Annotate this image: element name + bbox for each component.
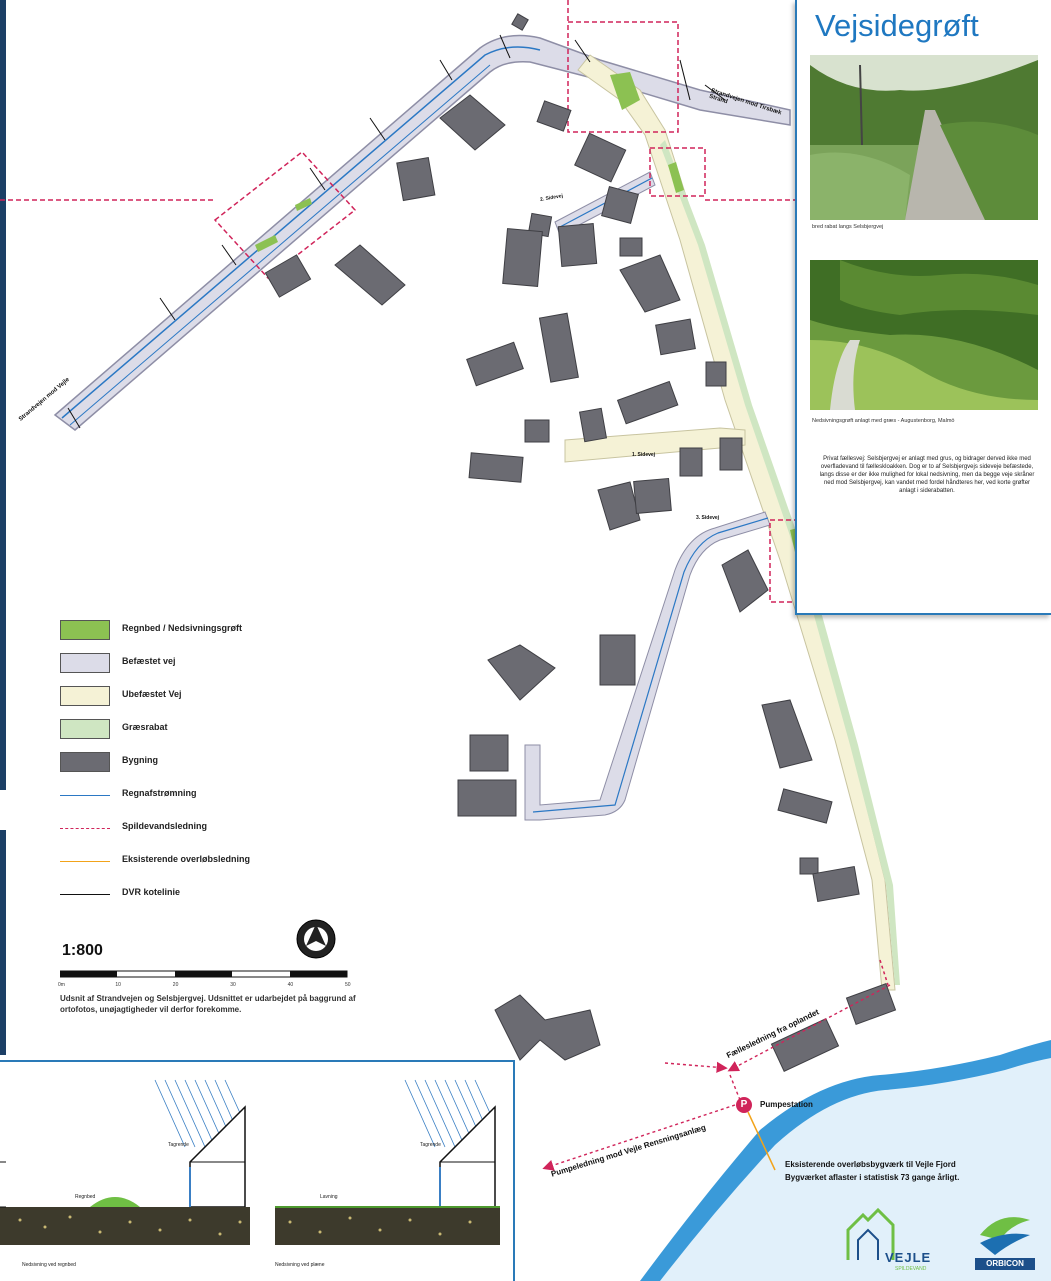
legend-item: DVR kotelinie: [60, 884, 360, 906]
rain-garden: [255, 235, 278, 252]
photo1-caption: bred rabat langs Selsbjergvej: [812, 224, 884, 230]
legend-label: Spildevandsledning: [122, 821, 208, 831]
vejle-logo-subtext: SPILDEVAND: [895, 1266, 927, 1272]
left-ground-label: Regnbed: [75, 1194, 96, 1200]
label-pumpestation: Pumpestation: [760, 1100, 813, 1109]
sewer-lines: [879, 959, 889, 986]
scale-tick-label: 0m: [58, 982, 65, 988]
legend-item: Spildevandsledning: [60, 818, 360, 840]
photo-grass-ditch: [810, 260, 1038, 410]
section-rain-garden: [0, 1079, 250, 1245]
fjord-water-shading: [660, 1058, 1051, 1281]
legend-item: Bygning: [60, 752, 360, 774]
rain-garden: [610, 72, 640, 110]
photo-gravel-road: [810, 55, 1038, 220]
orbicon-logo: [980, 1217, 1030, 1255]
legend-label: Regnafstrømning: [122, 788, 197, 798]
runoff-line: [532, 517, 769, 813]
legend-item: Regnafstrømning: [60, 785, 360, 807]
right-roof-label: Tagrende: [420, 1142, 441, 1148]
label-overlob-line1: Eksisterende overløbsbygværk til Vejle F…: [785, 1160, 956, 1169]
legend-swatch: [60, 719, 110, 739]
scale-ratio: 1:800: [62, 942, 103, 959]
legend-label: DVR kotelinie: [122, 887, 181, 897]
legend-swatch: [60, 686, 110, 706]
overflow-line: [747, 1111, 776, 1171]
section-lawn: [275, 1079, 500, 1245]
legend-line: [60, 894, 110, 895]
orbicon-logo-text: ORBICON: [975, 1258, 1035, 1270]
legend-label: Regnbed / Nedsivningsgrøft: [122, 623, 243, 633]
vejle-spildevand-logo: [846, 1207, 895, 1260]
right-ground-label: Lavning: [320, 1194, 338, 1200]
rain-garden: [668, 162, 684, 193]
section-diagrams: Tagrende Tagrende Regnbed Lavning Nedsiv…: [0, 1060, 515, 1281]
legend-item: Græsrabat: [60, 719, 360, 741]
legend-arrow-icon: [60, 861, 110, 862]
scale-tick-label: 40: [287, 982, 294, 988]
label-overlob-line2: Bygværket aflaster i statistisk 73 gange…: [785, 1173, 960, 1182]
legend-arrow-icon: [60, 795, 110, 796]
legend-label: Befæstet vej: [122, 656, 176, 666]
buildings: [264, 13, 897, 1072]
edge-strip: [0, 830, 6, 1055]
side-road-gravel: [564, 427, 746, 463]
legend-item: Ubefæstet Vej: [60, 686, 360, 708]
legend-swatch: [60, 620, 110, 640]
legend-item: Befæstet vej: [60, 653, 360, 675]
scale-tick-label: 10: [115, 982, 121, 988]
section-illustrations: [0, 1079, 500, 1245]
panel-title: Vejsidegrøft: [815, 8, 979, 43]
edge-strip: [0, 0, 6, 790]
scale-tick-label: 20: [172, 982, 179, 988]
pumpestation-marker: P: [736, 1097, 752, 1113]
extract-note: Udsnit af Strandvejen og Selsbjergvej. U…: [60, 994, 356, 1014]
rain-garden: [295, 198, 312, 211]
left-roof-label: Tagrende: [168, 1142, 189, 1148]
panel-description: Privat fællesvej: Selsbjergvej er anlagt…: [819, 456, 1035, 495]
legend-item: Regnbed / Nedsivningsgrøft: [60, 620, 360, 642]
vejle-logo-text: VEJLE: [885, 1250, 932, 1265]
legend-item: Eksisterende overløbsledning: [60, 851, 360, 873]
road-label-side-3: 3. Sidevej: [696, 515, 720, 521]
strandvejen-road: [53, 34, 791, 431]
legend-label: Ubefæstet Vej: [122, 689, 182, 699]
runoff-line: [61, 46, 541, 419]
photo2-caption: Nedsivningsgrøft anlagt med græs - Augus…: [812, 418, 955, 424]
runoff-line: [69, 64, 491, 426]
legend-swatch: [60, 653, 110, 673]
north-arrow-icon: [296, 919, 336, 959]
scale-tick-label: 50: [345, 982, 351, 988]
road-label-side-1: 1. Sidevej: [632, 452, 656, 458]
right-section-caption: Nedsivning ved plæne: [275, 1262, 325, 1268]
sewer-lines: [542, 984, 891, 1171]
scale-bar: [60, 970, 348, 978]
legend-label: Græsrabat: [122, 722, 168, 732]
legend-arrow-icon: [60, 828, 110, 829]
legend-label: Bygning: [122, 755, 158, 765]
scale-tick-label: 30: [230, 982, 236, 988]
legend-label: Eksisterende overløbsledning: [122, 854, 251, 864]
info-panel: Vejsidegrøft bred rabat langs Selsbjergv…: [795, 0, 1051, 615]
dvr-contours: [67, 34, 726, 429]
left-section-caption: Nedsivning ved regnbed: [22, 1262, 76, 1268]
side-road-paved: [524, 511, 771, 821]
legend-swatch: [60, 752, 110, 772]
